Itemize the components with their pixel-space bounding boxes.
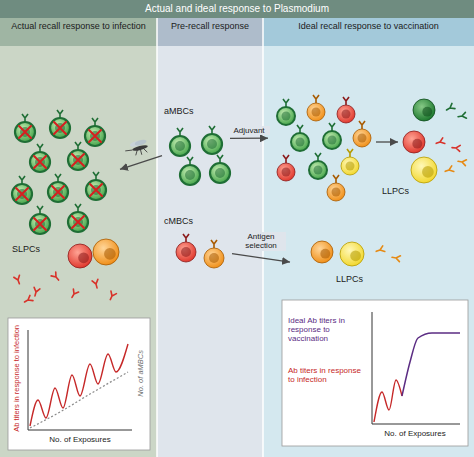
antibody [445,103,455,112]
cell-group: LLPCs [268,86,470,202]
cell-group: LLPCs [290,228,420,290]
cell [68,244,92,268]
cell-label: cMBCs [164,216,193,226]
antibody [444,166,454,174]
panel-header [157,18,263,46]
antibody [392,254,401,261]
panel: LLPCsLLPCsIdeal Ab titers in response to… [263,18,474,457]
cell [50,110,70,138]
panel-heading: Actual recall response to infection [3,21,154,31]
cell [277,99,295,125]
antibody [435,138,445,146]
cell [85,118,105,146]
panel-divider [156,18,158,457]
cell [48,174,68,202]
panel-ground [263,46,474,457]
cell [337,97,355,123]
cell [353,121,371,147]
arrow [376,141,398,142]
panel-header [0,18,157,46]
panel-ground [0,46,157,457]
cell [93,239,119,265]
cell [291,125,309,151]
chart-frame [282,300,468,446]
cell [341,149,359,175]
chart-axis [372,312,460,424]
chart-label: Ideal Ab titers in response to vaccinati… [288,316,368,344]
cell [68,142,88,170]
cell-group: cMBCs [162,214,232,280]
antibody [452,145,460,152]
cell [30,144,50,172]
cell [327,175,345,201]
cell [340,242,364,266]
antibody [458,158,467,165]
axis-label: Ab titers in response to infection [13,319,22,437]
cell [210,155,230,183]
cell [309,153,327,179]
cell [68,204,88,232]
cell [323,123,341,149]
arrow-connector [120,156,162,170]
cell [202,126,222,154]
chart-box: Ideal Ab titers in response to vaccinati… [282,300,468,446]
cell [277,155,295,181]
titer-curve [374,380,402,422]
chart-label: No. of Exposures [30,435,130,444]
cell-group: aMBCs [162,104,230,190]
cell [413,99,435,121]
edge-label: Adjuvant [228,126,270,135]
cell [15,114,35,142]
titer-curve [30,344,128,426]
antibody [32,287,40,296]
panel-header [263,18,474,46]
antibody [51,272,61,282]
chart-axis [28,330,132,430]
cell [30,206,50,234]
cell [86,172,106,200]
panel-heading: Pre-recall response [160,21,260,31]
chart-frame [8,318,150,450]
cell [411,157,437,183]
chart-label: No. of Exposures [370,429,460,438]
antibody [92,279,100,288]
cell [403,131,425,153]
axis-label: No. of aMBCs [137,333,146,413]
title-bar [0,0,474,18]
cell [176,234,196,262]
cell [307,95,325,121]
panel-heading: Ideal recall response to vaccination [266,21,471,31]
arrow-connector [230,138,268,139]
antibody [14,275,22,285]
mosquito [124,139,150,159]
cell-label: SLPCs [12,244,40,254]
edge-label: Antigen selection [236,232,286,250]
cell-label: LLPCs [336,274,363,284]
cell-label: LLPCs [382,186,409,196]
chart-box: Ab titers in response to infectionNo. of… [8,318,150,450]
cell [204,240,224,268]
cell [180,157,200,185]
arrow-connector [232,254,290,263]
cell [311,241,333,263]
antibody [108,291,117,301]
chart-label: Ab titers in response to infection [288,366,368,384]
ambc-curve [30,372,128,428]
antibody [69,289,78,299]
cell [12,176,32,204]
antibody [458,112,467,119]
antibody [23,295,33,304]
ideal-curve [402,333,460,396]
panel: SLPCsAb titers in response to infectionN… [0,18,157,457]
cell-group: SLPCs [8,106,120,304]
diagram-title: Actual and ideal response to Plasmodium [0,0,474,18]
antibody [375,246,385,254]
cell [170,128,190,156]
cell-label: aMBCs [164,106,194,116]
panel-ground [157,46,263,457]
